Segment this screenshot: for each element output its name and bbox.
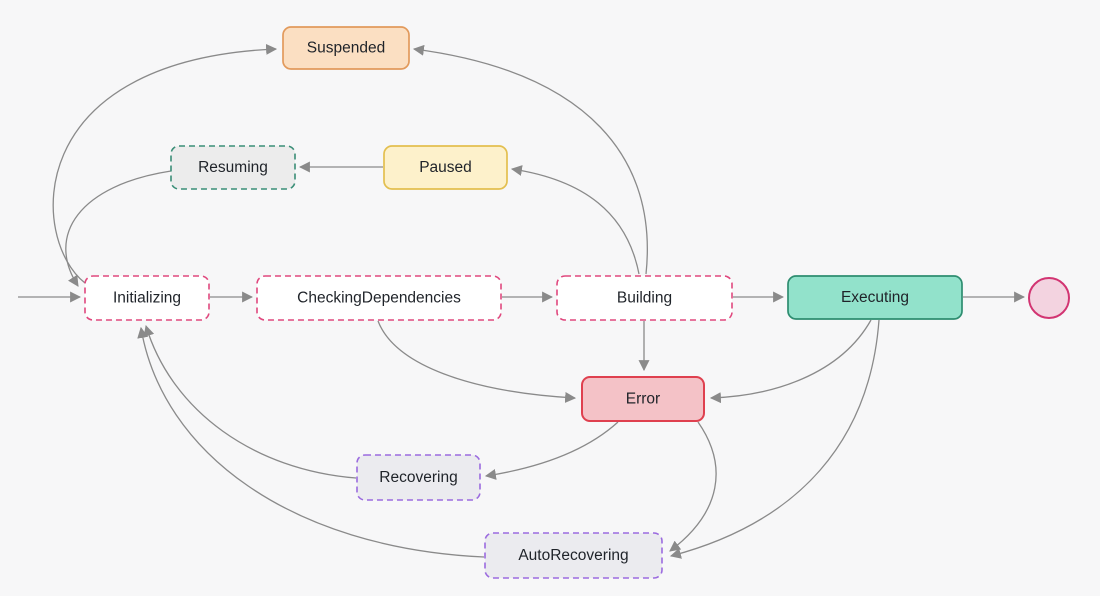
state-label-building: Building [617, 290, 672, 307]
state-box-initializing [84, 275, 210, 321]
state-node-building: Building [556, 275, 733, 321]
state-label-executing: Executing [841, 289, 909, 306]
state-box-paused [383, 145, 508, 190]
state-node-checking-dependencies: CheckingDependencies [256, 275, 502, 321]
state-box-building [556, 275, 733, 321]
state-label-suspended: Suspended [307, 40, 385, 57]
edge-building-to-paused [510, 165, 640, 275]
state-box-recovering [356, 454, 481, 501]
state-node-initializing: Initializing [84, 275, 210, 321]
state-node-executing: Executing [787, 275, 963, 320]
state-box-error [581, 376, 705, 422]
edges-layer [18, 43, 1026, 559]
edge-error-to-autorecovering [669, 421, 717, 552]
state-label-checking-dependencies: CheckingDependencies [297, 290, 461, 307]
edge-error-to-recovering [484, 421, 619, 480]
edge-building-to-suspended [412, 44, 648, 275]
state-label-paused: Paused [419, 159, 472, 176]
state-box-executing [787, 275, 963, 320]
edge-checkingdependencies-to-error [377, 320, 577, 403]
state-node-autorecovering: AutoRecovering [484, 532, 663, 579]
state-box-resuming [170, 145, 296, 190]
state-box-autorecovering [484, 532, 663, 579]
state-label-resuming: Resuming [198, 159, 268, 176]
state-node-suspended: Suspended [282, 26, 410, 70]
final-state-node [1028, 277, 1070, 319]
edge-initializing-to-suspended [52, 43, 278, 284]
state-label-autorecovering: AutoRecovering [518, 547, 628, 564]
state-node-recovering: Recovering [356, 454, 481, 501]
state-label-initializing: Initializing [113, 290, 181, 307]
state-label-error: Error [626, 391, 660, 408]
state-node-paused: Paused [383, 145, 508, 190]
edge-resuming-to-initializing [65, 170, 172, 287]
edge-executing-to-autorecovering [669, 319, 880, 559]
edge-recovering-to-initializing [143, 324, 357, 479]
state-box-checking-dependencies [256, 275, 502, 321]
state-box-suspended [282, 26, 410, 70]
edge-executing-to-error [709, 319, 872, 404]
state-node-resuming: Resuming [170, 145, 296, 190]
state-node-error: Error [581, 376, 705, 422]
state-label-recovering: Recovering [379, 469, 457, 486]
edge-autorecovering-to-initializing [137, 326, 485, 558]
